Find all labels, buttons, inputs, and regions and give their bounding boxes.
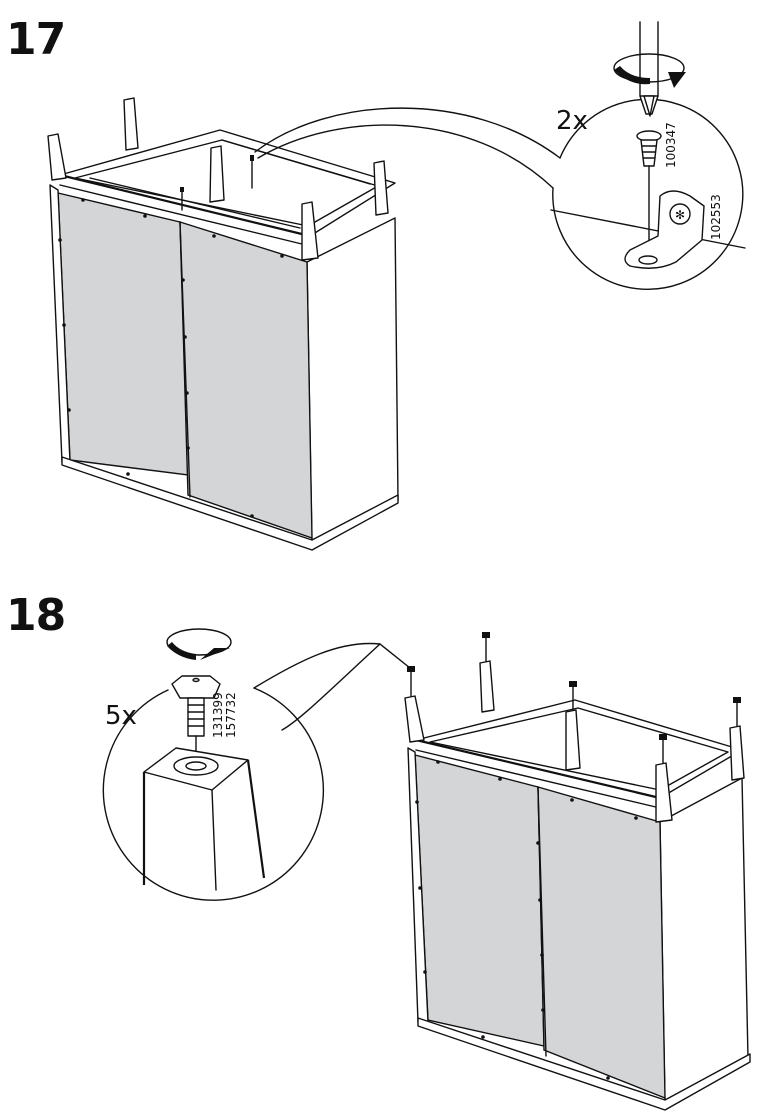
leg-icon xyxy=(47,97,389,261)
clockwise-rotation-arrow-icon xyxy=(166,628,232,660)
step-17-quantity: 2x xyxy=(556,106,588,136)
screwdriver-icon xyxy=(639,21,659,117)
adjustable-foot-bolt-icon xyxy=(171,675,221,771)
step-18-number: 18 xyxy=(6,590,66,641)
foot-bolt-icon xyxy=(407,632,741,764)
clockwise-rotation-arrow-icon xyxy=(613,53,686,88)
cabinet-icon xyxy=(49,129,399,551)
step-17-number: 17 xyxy=(6,14,66,65)
leg-icon xyxy=(142,747,266,891)
svg-text:✻: ✻ xyxy=(675,208,685,222)
step-18-quantity: 5x xyxy=(105,701,137,731)
angle-bracket-icon: ✻ xyxy=(624,190,705,269)
leg-icon xyxy=(404,660,745,823)
